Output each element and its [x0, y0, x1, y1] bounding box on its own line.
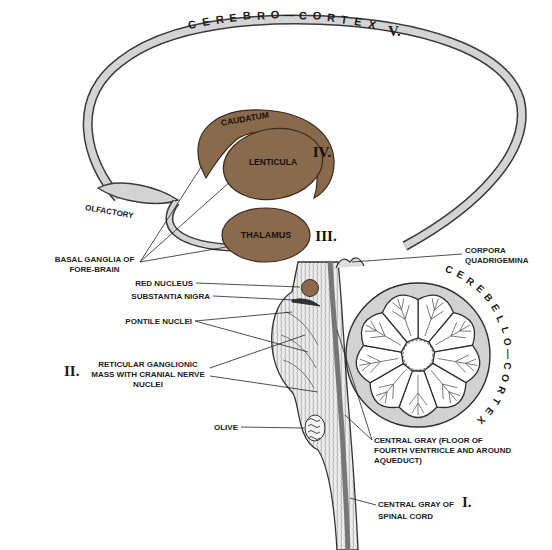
substantia-nigra: [292, 299, 320, 306]
leader-line: [210, 335, 305, 368]
cerebellum-folia: [353, 290, 483, 418]
label-letter: T: [490, 396, 502, 406]
label-letter: E: [353, 16, 362, 28]
part-name: CENTRAL GRAY (FLOOR OF FOURTH VENTRICLE …: [374, 436, 514, 466]
folium-branch: [389, 296, 420, 340]
leader-line: [140, 246, 232, 262]
label-letter: —: [283, 9, 294, 20]
structure-name: LENTICULA: [249, 158, 297, 167]
thalamus-shape: [222, 208, 310, 262]
label-letter: L: [495, 314, 507, 324]
callout-number: I.: [462, 493, 486, 512]
leader-line: [350, 498, 376, 505]
label-letter: E: [201, 16, 210, 28]
cortex-band: [88, 20, 522, 246]
folium-branch: [357, 350, 400, 375]
label-letter: O: [499, 373, 511, 383]
label-letter: C: [444, 264, 454, 276]
lentiform-nucleus: LENTICULA IV.: [222, 126, 342, 202]
cerebellar-medulla: [403, 340, 433, 370]
callout-number: IV.: [313, 145, 332, 160]
leader-line: [195, 312, 292, 321]
label-letter: T: [340, 14, 348, 26]
part-name: PONTILE NUCLEI: [100, 317, 192, 327]
label-letter: O: [312, 11, 321, 23]
callout-number: V.: [388, 22, 418, 41]
brainstem: [272, 262, 358, 550]
folium-branch: [409, 375, 427, 415]
label-letter: R: [257, 10, 266, 21]
label-letter: E: [489, 303, 501, 314]
lentiform-shape: [218, 121, 329, 207]
part-name: SPINAL CORD: [378, 512, 468, 522]
olive-folds: [308, 419, 320, 440]
callout-number: III.: [315, 229, 336, 244]
part-name: RETICULAR GANGLIONIC MASS WITH CRANIAL N…: [88, 360, 208, 390]
label-letter: C: [299, 10, 308, 21]
label-letter: C: [502, 362, 513, 370]
cerebellar-folium: [379, 290, 431, 347]
label-letter: O: [271, 9, 280, 20]
label-letter: R: [495, 385, 507, 396]
leader-line: [210, 376, 318, 392]
leader-line: [241, 427, 304, 428]
part-name: OLFACTORY: [84, 203, 155, 225]
leader-line: [337, 330, 372, 440]
olive: [305, 415, 325, 441]
thalamus: THALAMUS III.: [222, 208, 347, 264]
label-letter: X: [475, 414, 487, 426]
cortex-band-outline: [88, 20, 522, 246]
olfactory-bulb: [98, 183, 178, 203]
label-letter: B: [482, 292, 494, 304]
part-name: CENTRAL GRAY OF: [378, 500, 468, 510]
part-name: CORPORA QUADRIGEMINA: [465, 246, 550, 266]
label-letter: E: [474, 283, 486, 295]
cerebellum: [346, 283, 490, 427]
part-name: SUBSTANTIA NIGRA: [110, 292, 210, 302]
leader-line: [345, 415, 372, 440]
part-name: RED NUCLEUS: [103, 279, 193, 289]
label-letter: E: [229, 12, 238, 24]
callout-number: II.: [64, 362, 88, 381]
label-letter: C: [187, 19, 197, 31]
label-letter: —: [503, 349, 513, 359]
group-name: BASAL GANGLIA OF FORE-BRAIN: [52, 255, 137, 275]
label-letter: O: [502, 338, 513, 347]
label-letter: E: [455, 269, 466, 281]
label-letter: B: [243, 11, 252, 23]
structure-name: THALAMUS: [241, 231, 292, 240]
leader-line: [195, 321, 308, 352]
folium-outline: [379, 290, 431, 347]
label-letter: R: [215, 14, 225, 26]
leader-line: [196, 283, 300, 287]
leader-line: [352, 254, 462, 262]
label-letter: R: [464, 276, 476, 288]
leader-line: [213, 296, 294, 300]
red-nucleus: [302, 280, 319, 297]
label-letter: X: [367, 19, 377, 31]
part-name: OLIVE: [190, 423, 238, 433]
corpora-quadrigemina: [336, 258, 364, 268]
leader-line: [140, 180, 232, 262]
central-gray: [330, 262, 348, 550]
label-letter: R: [326, 12, 335, 24]
label-letter: E: [483, 405, 495, 416]
label-letter: L: [499, 326, 510, 335]
